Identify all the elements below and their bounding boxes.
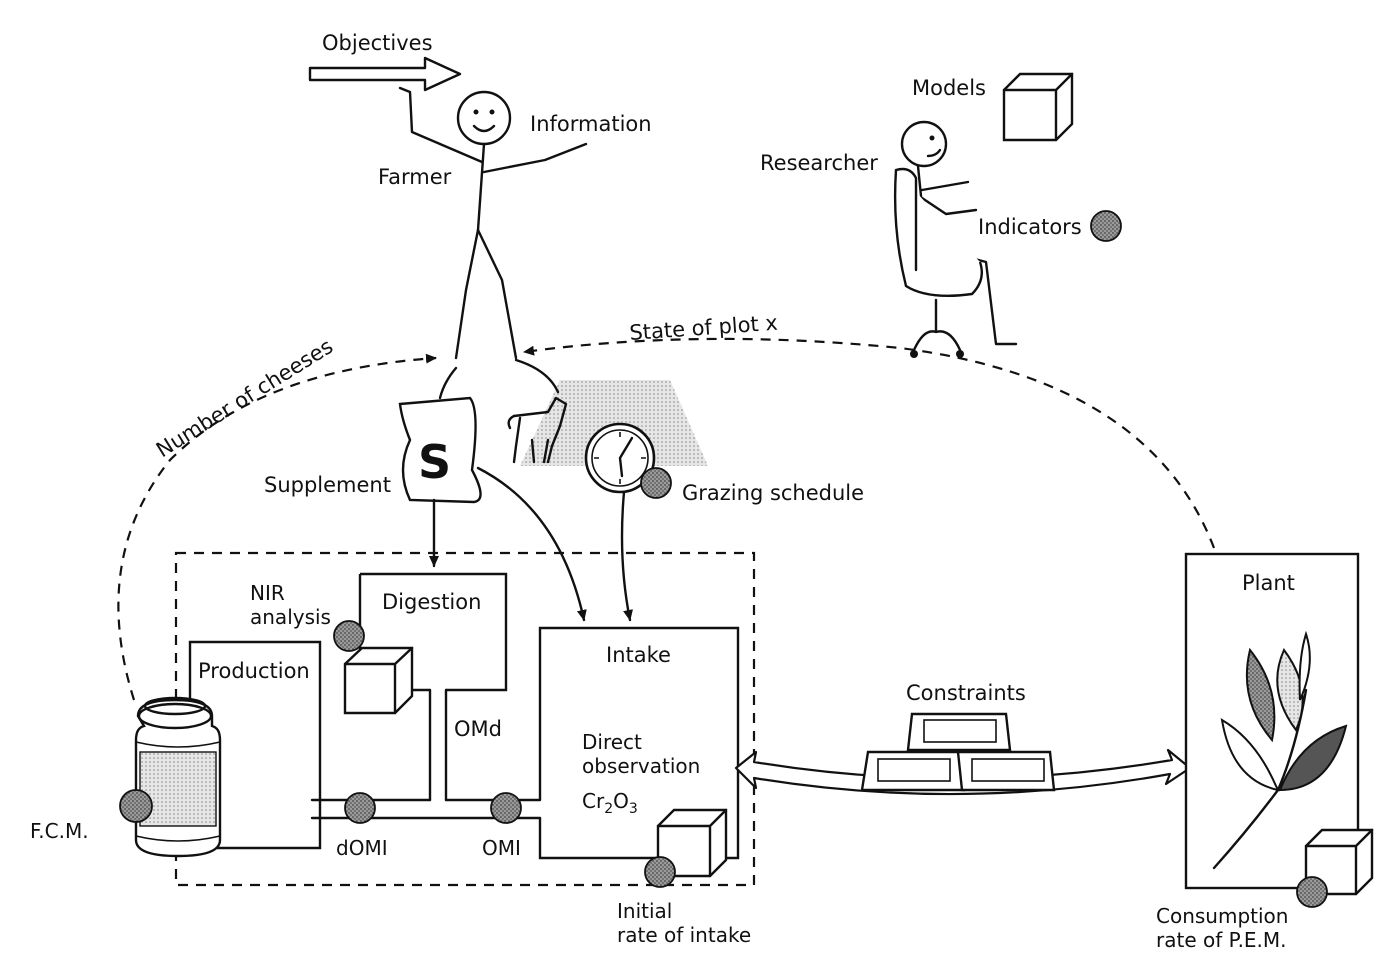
initial-rate-indicator (644, 856, 676, 888)
researcher-label: Researcher (760, 151, 878, 175)
nir-indicator (333, 620, 365, 652)
objectives-label: Objectives (322, 31, 433, 55)
state-of-plot-label: State of plot x (629, 311, 779, 345)
cr2o3-label: Cr2O3 (582, 789, 638, 817)
goat-icon (507, 396, 568, 464)
nir-label-line2: analysis (250, 605, 331, 629)
plant-label: Plant (1242, 571, 1295, 595)
initial-rate-line2: rate of intake (617, 923, 751, 947)
direct-observation-line1: Direct (582, 730, 642, 754)
indicator-icon (1090, 210, 1122, 242)
direct-observation-line2: observation (582, 754, 700, 778)
number-of-cheeses-arrow (117, 353, 437, 701)
supplement-bag-icon: S (398, 396, 482, 504)
researcher-figure (893, 120, 1018, 358)
nir-cube-icon (343, 646, 414, 715)
objectives-arrow (308, 56, 462, 92)
farmer-to-goat-line (514, 358, 560, 394)
farmer-label: Farmer (378, 165, 452, 189)
grazing-schedule-indicator (640, 467, 672, 499)
state-of-plot-arrow (523, 337, 1216, 549)
digestion-label: Digestion (382, 590, 481, 614)
consumption-indicator (1296, 876, 1328, 908)
omd-label: OMd (454, 717, 502, 741)
grazing-area (520, 380, 708, 466)
consumption-line1: Consumption (1156, 904, 1288, 928)
constraints-blocks-icon (860, 712, 1056, 792)
models-label: Models (912, 76, 986, 100)
omi-indicator (490, 792, 522, 824)
animal-system-boundary (174, 551, 756, 887)
farmer-figure (398, 86, 588, 360)
intake-label: Intake (606, 643, 671, 667)
number-of-cheeses-label: Number of cheeses (152, 334, 337, 462)
supplement-label: Supplement (264, 473, 391, 497)
grazing-clock-icon (584, 422, 656, 494)
plant-leaves-icon (1212, 630, 1348, 870)
omd-channel (428, 688, 448, 802)
omi-label: OMI (482, 836, 521, 860)
supplement-to-intake-arrow (476, 466, 587, 622)
domi-label: dOMI (336, 836, 388, 860)
intake-box (538, 626, 740, 860)
nir-label-line1: NIR (250, 581, 285, 605)
initial-rate-line1: Initial (617, 899, 672, 923)
grazing-schedule-label: Grazing schedule (682, 481, 864, 505)
production-label: Production (198, 659, 310, 683)
fcm-label: F.C.M. (30, 819, 89, 843)
constraints-label: Constraints (906, 681, 1026, 705)
fcm-indicator (119, 789, 153, 823)
supplement-letter: S (418, 435, 451, 489)
cheese-jar-icon (134, 696, 222, 858)
plant-cube-icon (1304, 828, 1374, 896)
farmer-to-bag-line (438, 366, 458, 400)
information-label: Information (530, 112, 652, 136)
consumption-line2: rate of P.E.M. (1156, 928, 1287, 952)
models-cube-icon (1002, 72, 1074, 142)
intake-cube-icon (656, 808, 728, 878)
clock-to-intake-arrow (620, 490, 633, 622)
indicators-label: Indicators (978, 215, 1082, 239)
domi-indicator (344, 792, 376, 824)
